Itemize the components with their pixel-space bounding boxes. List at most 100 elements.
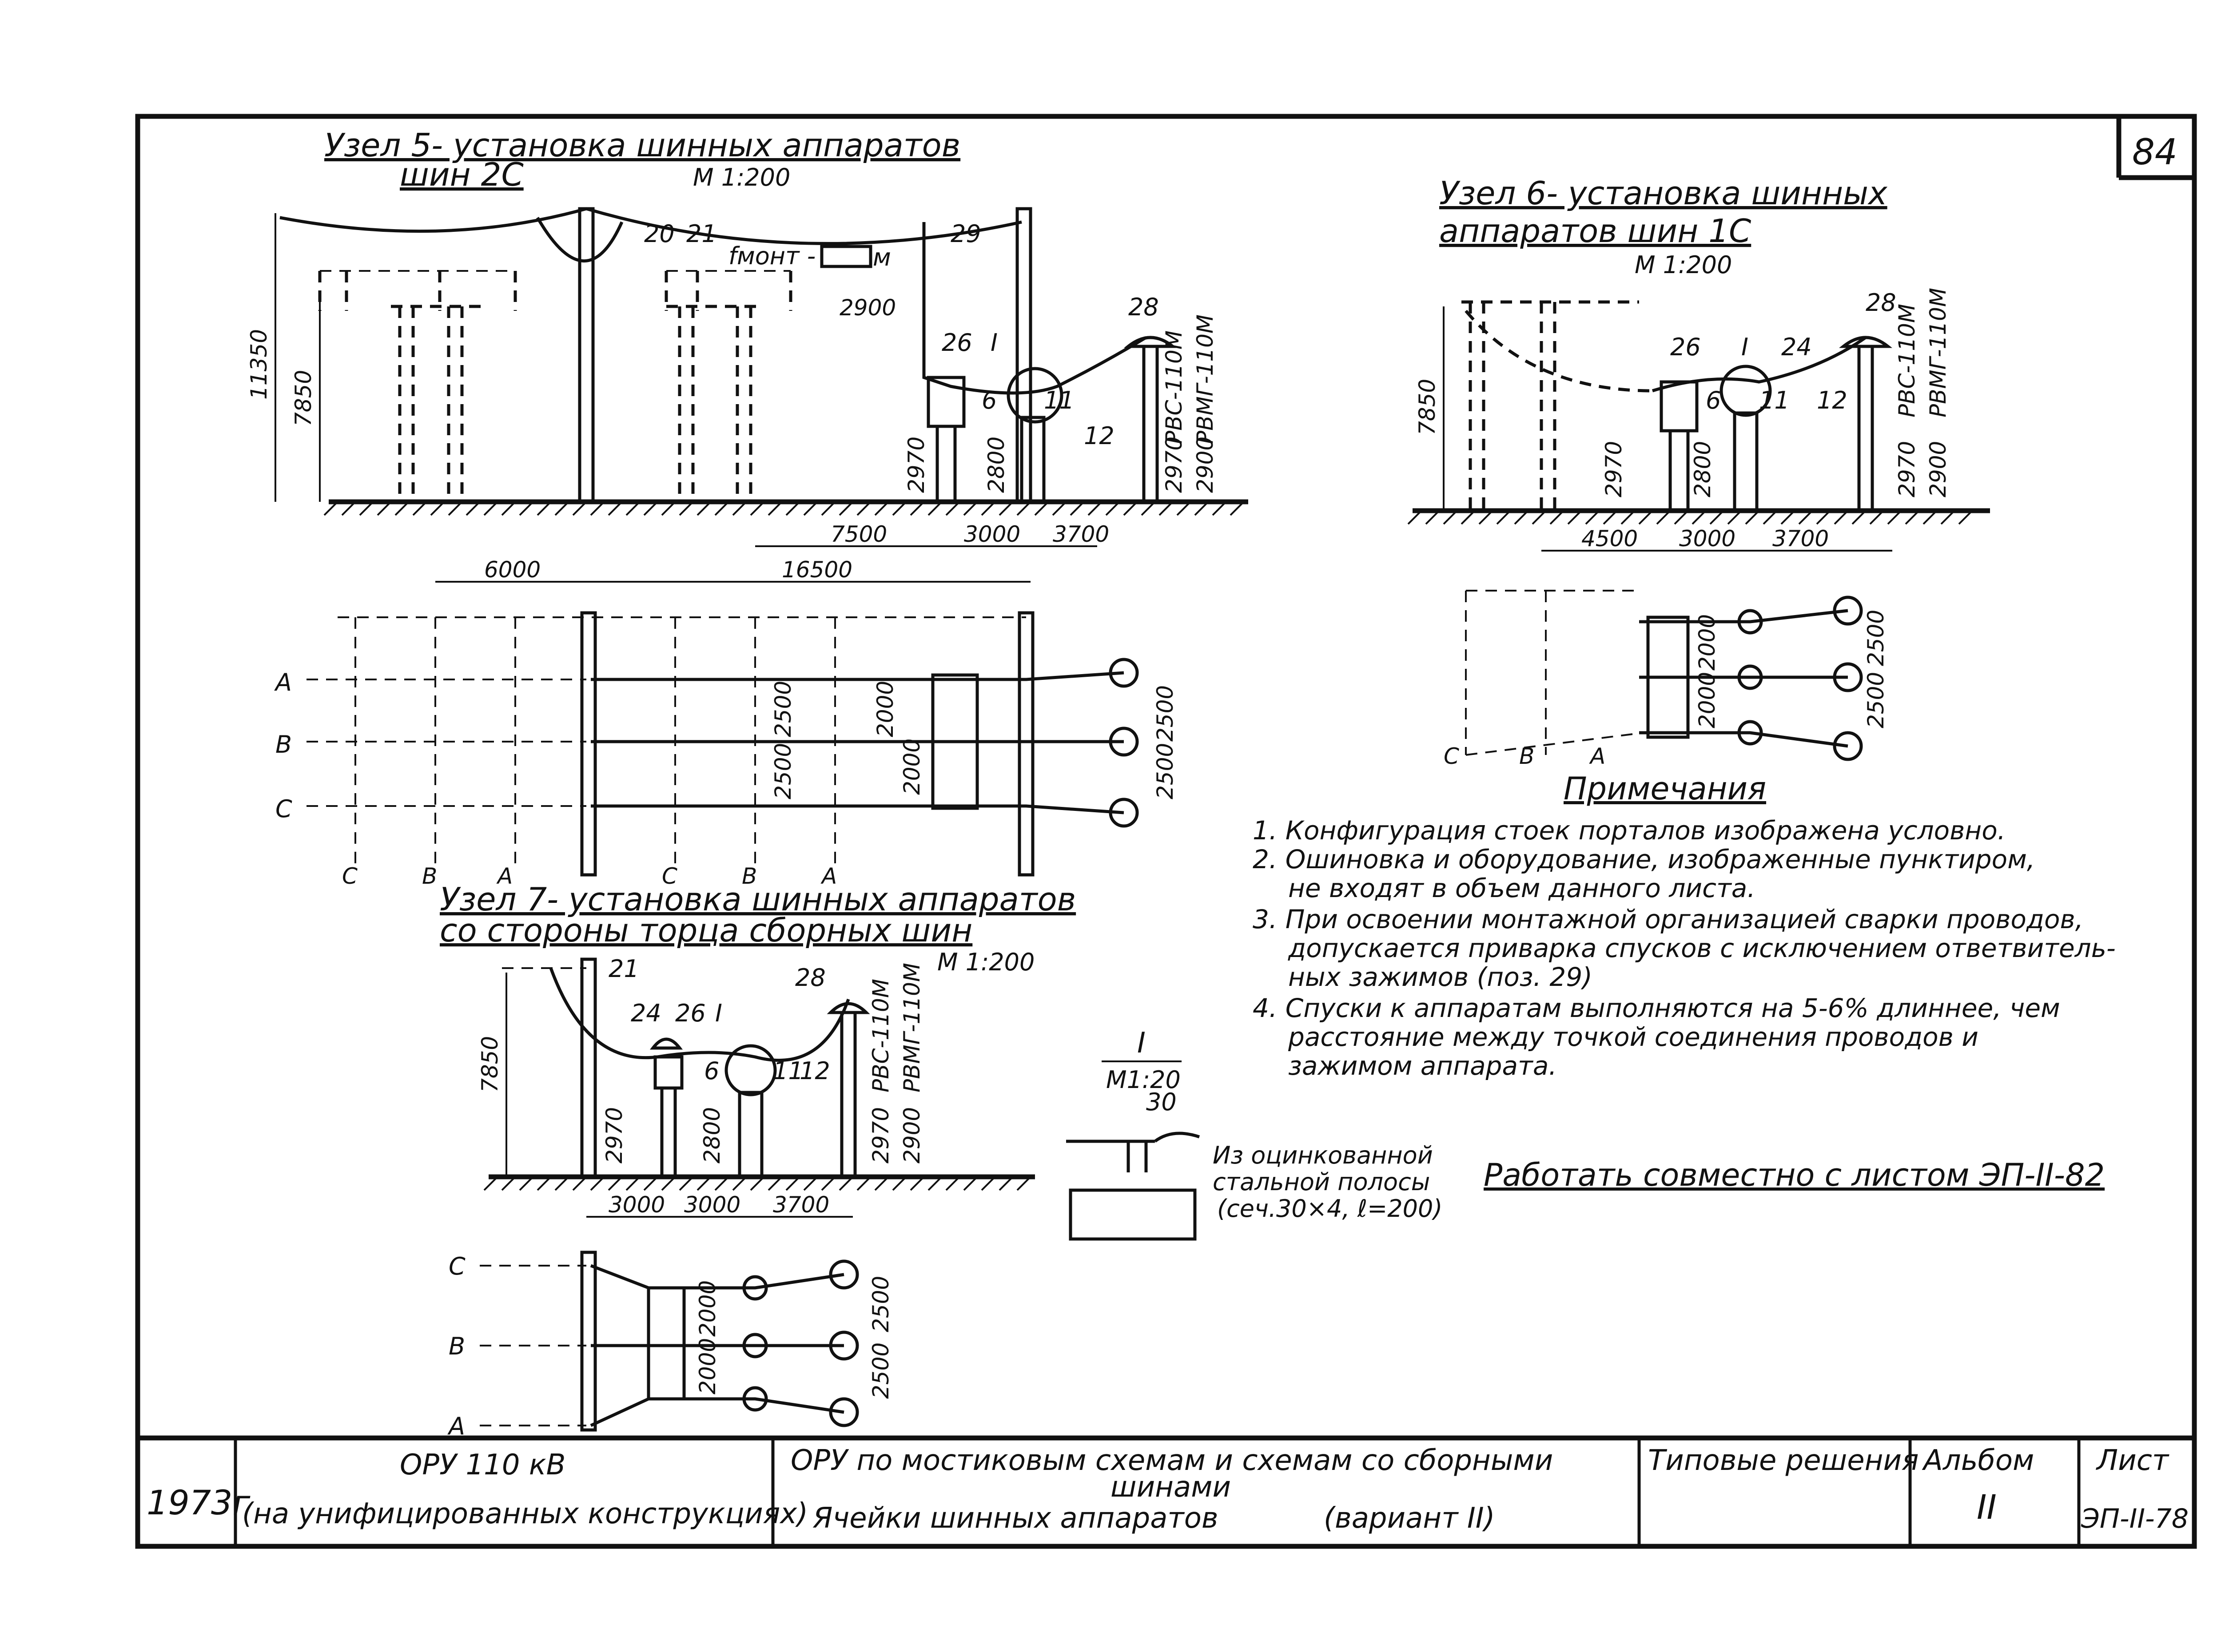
node5-plan-2500b: 2500	[770, 743, 796, 799]
node5-callout-21: 21	[686, 220, 717, 248]
note-line-5: допускается приварка спусков с исключени…	[1288, 933, 2116, 963]
node7-dim-2970b: 2970	[868, 1107, 894, 1164]
note-line-2: 2. Ошиновка и оборудование, изображенные…	[1253, 844, 2035, 874]
node6-dim-2970a: 2970	[1601, 441, 1627, 497]
node5-dim-6000: 6000	[484, 557, 541, 583]
node6-callout-24: 24	[1781, 333, 1812, 361]
tb-sheet-label: Лист	[2096, 1444, 2169, 1477]
detail-text-line1: Из оцинкованной	[1213, 1141, 1433, 1169]
node7-title-line2: со стороны торца сборных шин	[440, 912, 972, 949]
node6-title-line2: аппаратов шин 1С	[1439, 212, 1751, 250]
node6-plan-2000a: 2000	[1694, 614, 1720, 671]
node5-dim-2900-top: 2900	[840, 295, 896, 321]
node6-callout-28: 28	[1866, 289, 1896, 317]
node6-scale: М 1:200	[1635, 251, 1732, 279]
node5-arrester2: РВМГ-110М	[1192, 314, 1218, 444]
node6-arrester2: РВМГ-110М	[1925, 288, 1951, 417]
node6-bottom-A: A	[1589, 743, 1605, 769]
node5-section: Узел 5- установка шинных аппаратов шин 2…	[246, 127, 1248, 889]
node5-bottom-A2: A	[820, 863, 837, 889]
node6-title-line1: Узел 6- установка шинных	[1439, 175, 1888, 212]
node5-callout-I: I	[991, 329, 998, 357]
node6-dim-2970b: 2970	[1894, 441, 1920, 497]
notes-section: Примечания 1. Конфигурация стоек портало…	[1253, 770, 2116, 1193]
node7-dim-3000a: 3000	[609, 1192, 665, 1218]
node5-plan-2000a: 2000	[872, 681, 898, 737]
node7-arrester2: РВМГ-110М	[899, 963, 925, 1092]
node7-dim-3700: 3700	[773, 1192, 829, 1218]
node5-dim-2800: 2800	[983, 437, 1009, 493]
node5-dim-3700: 3700	[1053, 521, 1109, 547]
node6-section: Узел 6- установка шинных аппаратов шин 1…	[1407, 175, 1990, 769]
tb-desc-variant: (вариант II)	[1324, 1502, 1495, 1535]
node5-fmont: fмонт -	[728, 242, 816, 270]
node7-callout-28: 28	[795, 964, 826, 992]
node5-plan-2500a: 2500	[770, 681, 796, 737]
note-line-8: расстояние между точкой соединения прово…	[1288, 1022, 1978, 1052]
node5-arrester1: РВС-110М	[1161, 330, 1187, 444]
note-line-7: 4. Спуски к аппаратам выполняются на 5-6…	[1253, 993, 2060, 1023]
node7-dim-2800: 2800	[699, 1107, 725, 1164]
node6-plan-2000b: 2000	[1694, 672, 1720, 728]
node5-bottom-C1: C	[342, 863, 358, 889]
tb-project-line1: ОРУ 110 кВ	[400, 1449, 565, 1481]
tb-project-line2: (на унифицированных конструкциях)	[242, 1497, 808, 1530]
node5-title-line1: Узел 5- установка шинных аппаратов	[324, 127, 960, 164]
node5-callout-26: 26	[942, 329, 972, 357]
tb-album-value: II	[1977, 1487, 1997, 1527]
node7-phase-C: C	[449, 1252, 466, 1280]
node5-plan-2000b: 2000	[899, 739, 925, 795]
node5-dim-7500: 7500	[831, 521, 887, 547]
node5-bottom-C2: C	[662, 863, 677, 889]
node7-callout-12: 12	[800, 1057, 830, 1085]
tb-desc-line1: ОРУ по мостиковым схемам и схемам со сбо…	[791, 1444, 1553, 1477]
node5-dim-2970a: 2970	[904, 437, 929, 493]
tb-typical: Типовые решения	[1648, 1444, 1919, 1477]
detail-callout-30: 30	[1146, 1088, 1177, 1116]
drawing-frame: 84	[135, 114, 2197, 1549]
work-note: Работать совместно с листом ЭП-II-82	[1484, 1157, 2105, 1193]
node5-plan-2500c: 2500	[1152, 685, 1178, 742]
detail-label: I	[1137, 1027, 1146, 1060]
node7-plan-2500a: 2500	[868, 1276, 894, 1332]
node5-callout-20: 20	[644, 220, 675, 248]
node6-plan-2500a: 2500	[1863, 610, 1889, 666]
page-number: 84	[2132, 131, 2177, 173]
node7-phase-B: B	[449, 1332, 465, 1360]
node7-callout-24: 24	[631, 999, 661, 1027]
node5-dim-11350: 11350	[246, 329, 272, 400]
node6-plan-2500b: 2500	[1863, 672, 1889, 728]
node5-callout-6: 6	[982, 386, 997, 414]
node6-dim-2800: 2800	[1690, 441, 1716, 497]
note-line-1: 1. Конфигурация стоек порталов изображен…	[1253, 815, 2006, 846]
node5-bottom-B1: B	[422, 863, 437, 889]
node7-callout-11: 11	[773, 1057, 804, 1085]
node5-bottom-A1: A	[496, 863, 513, 889]
node7-dim-2900: 2900	[899, 1107, 925, 1164]
node5-callout-28: 28	[1128, 293, 1159, 321]
node6-callout-12: 12	[1817, 386, 1847, 414]
tb-desc-line3: Ячейки шинных аппаратов	[812, 1502, 1218, 1535]
detail-scale: М1:20	[1106, 1066, 1181, 1094]
node6-callout-I: I	[1741, 333, 1748, 361]
node7-dim-3000b: 3000	[684, 1192, 740, 1218]
node7-plan-2000a: 2000	[695, 1280, 720, 1337]
node5-phase-B: B	[275, 731, 292, 758]
node7-section: Узел 7- установка шинных аппаратов со ст…	[440, 881, 1076, 1440]
node6-dim-2900: 2900	[1925, 441, 1951, 497]
note-line-3: не входят в объем данного листа.	[1288, 873, 1755, 903]
node7-title-line1: Узел 7- установка шинных аппаратов	[440, 881, 1076, 918]
note-line-9: зажимом аппарата.	[1288, 1051, 1557, 1081]
tb-sheet-value: ЭП-II-78	[2081, 1503, 2189, 1534]
node7-scale: М 1:200	[937, 948, 1035, 976]
node5-fmont-unit: м	[873, 243, 891, 271]
node7-callout-21: 21	[609, 955, 639, 983]
node6-dim-7850: 7850	[1414, 379, 1440, 435]
node5-phase-A: A	[274, 668, 292, 696]
node6-bottom-B: B	[1519, 743, 1534, 769]
node5-dim-3000: 3000	[964, 521, 1020, 547]
node5-phase-C: C	[275, 795, 292, 823]
node6-dim-3700: 3700	[1772, 526, 1829, 552]
node7-dim-2970a: 2970	[601, 1107, 627, 1164]
